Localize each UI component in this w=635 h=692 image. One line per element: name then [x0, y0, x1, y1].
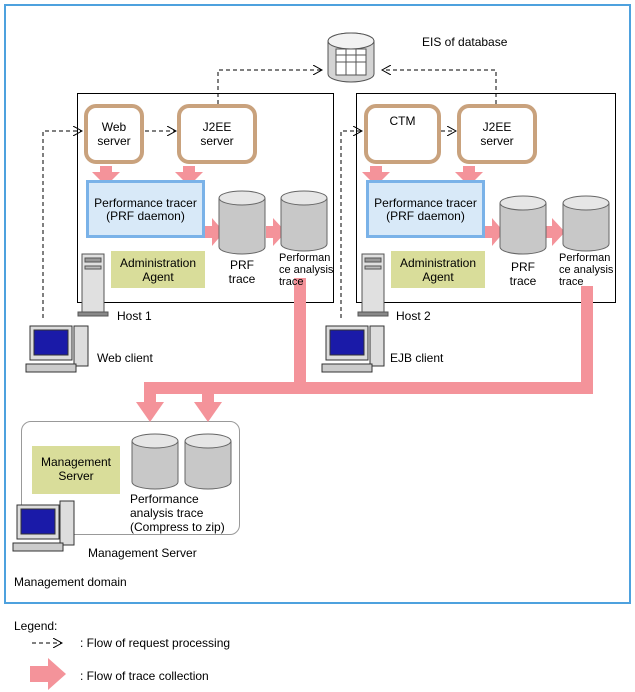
host1-perf-trace-line2: ce analysis — [279, 264, 334, 276]
host2-agent-line2: Agent — [422, 270, 454, 284]
host2-j2ee-line2: server — [480, 134, 514, 148]
cylinder-h2-prf — [499, 195, 547, 255]
host2-prf-trace-line1: PRF — [511, 260, 535, 274]
trace-arrow-h2-ctm — [362, 166, 390, 186]
cylinder-h1-prf — [218, 190, 266, 255]
collect-path-host2 — [144, 286, 593, 404]
host2-performance-tracer — [366, 180, 485, 238]
host1-web-server-line2: server — [97, 134, 131, 148]
management-server-label: Management Server — [88, 546, 197, 560]
request-arrow-host1-to-db — [217, 70, 322, 104]
host1-j2ee-server — [177, 104, 257, 164]
host1-agent-line1: Administration — [119, 256, 197, 270]
ejb-client-label: EJB client — [390, 351, 444, 365]
collect-arrowhead-2 — [194, 402, 222, 422]
trace-arrow-h1-web — [92, 166, 120, 186]
legend-title: Legend: — [14, 619, 58, 633]
host2-tracer-line2: (PRF daemon) — [386, 209, 465, 223]
host2-ctm — [364, 104, 441, 164]
host2-agent-line1: Administration — [399, 256, 477, 270]
legend-trace-flow: : Flow of trace collection — [80, 669, 209, 683]
host2-perf-trace-line3: trace — [559, 276, 584, 288]
database-icon — [327, 32, 375, 83]
legend-request-flow: : Flow of request processing — [80, 636, 231, 650]
cylinder-h2-perf — [562, 195, 610, 252]
trace-arrow-h1-j2ee — [175, 166, 203, 186]
trace-arrow-h2-prf-perf — [545, 218, 565, 246]
trace-arrow-h1-tracer-prf — [205, 218, 224, 246]
server-tower-host1 — [77, 253, 109, 317]
mgmt-trace-line3: (Compress to zip) — [130, 520, 225, 534]
mgmt-trace-line1: Performance — [130, 492, 199, 506]
collect-arrowhead-1 — [136, 402, 164, 422]
host1-tracer-line1: Performance tracer — [94, 196, 197, 210]
management-domain-label: Management domain — [14, 575, 127, 589]
host1-web-server-line1: Web — [101, 120, 127, 134]
request-arrow-ejbclient — [340, 131, 362, 318]
cylinder-mgmt-2 — [184, 433, 232, 490]
host1-tracer-line2: (PRF daemon) — [106, 209, 185, 223]
host2-ctm-label: CTM — [389, 114, 416, 128]
host2-tracer-line1: Performance tracer — [374, 196, 477, 210]
host2-perf-trace-line1: Performan — [559, 252, 611, 264]
request-arrow-webclient — [42, 131, 82, 318]
host1-j2ee-line2: server — [200, 134, 234, 148]
host2-administration-agent — [391, 251, 485, 288]
legend-thick-arrow — [30, 658, 66, 690]
host1-j2ee-line1: J2EE — [202, 120, 232, 134]
request-arrow-host2-to-db — [382, 70, 497, 104]
pc-ejb-client — [321, 325, 385, 373]
cylinder-mgmt-1 — [131, 433, 179, 490]
host1-prf-trace-line1: PRF — [230, 258, 254, 272]
host1-perf-trace-line3: trace — [279, 276, 304, 288]
management-server-line2: Server — [58, 469, 94, 483]
host2-prf-trace-line2: trace — [509, 274, 537, 288]
host2-j2ee-line1: J2EE — [482, 120, 512, 134]
management-domain-frame — [4, 4, 631, 604]
host2-perf-trace-line2: ce analysis — [559, 264, 614, 276]
server-tower-host2 — [357, 253, 389, 317]
pc-web-client — [25, 325, 89, 373]
pc-management — [12, 500, 75, 552]
trace-arrow-h2-tracer-prf — [485, 218, 504, 246]
host2-label: Host 2 — [396, 309, 431, 323]
management-server-line1: Management — [40, 455, 112, 469]
trace-arrow-h1-prf-perf — [266, 218, 286, 246]
host2-j2ee-server — [457, 104, 537, 164]
host1-label: Host 1 — [117, 309, 152, 323]
host1-performance-tracer — [86, 180, 205, 238]
host1-agent-line2: Agent — [142, 270, 174, 284]
host1-administration-agent — [111, 251, 205, 288]
mgmt-trace-line2: analysis trace — [130, 506, 204, 520]
management-server-box — [32, 446, 120, 494]
host1-web-server — [84, 104, 144, 164]
web-client-label: Web client — [97, 351, 153, 365]
host1-perf-trace-line1: Performan — [279, 252, 331, 264]
cylinder-h1-perf — [280, 190, 328, 252]
eis-label: EIS of database — [422, 35, 508, 49]
trace-arrow-h2-j2ee — [455, 166, 483, 186]
host1-prf-trace-line2: trace — [228, 272, 256, 286]
